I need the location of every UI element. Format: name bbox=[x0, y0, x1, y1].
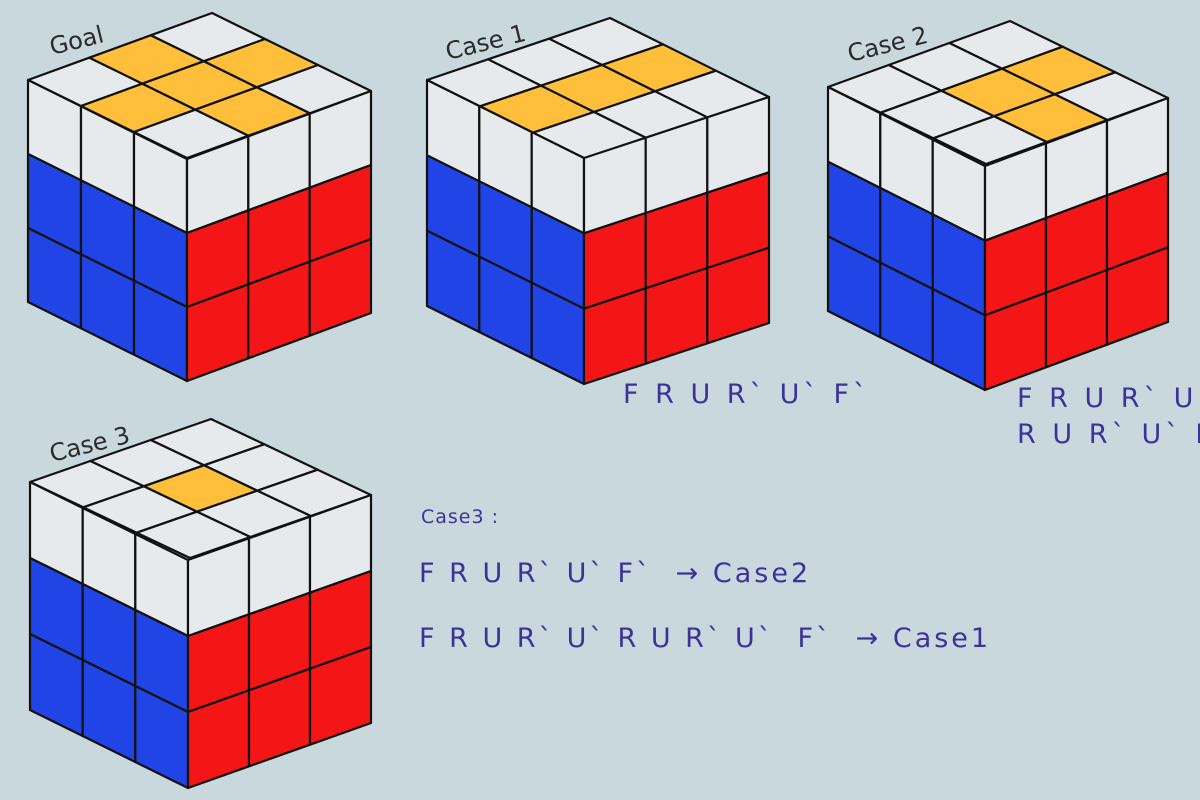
right-sticker-3-3 bbox=[308, 645, 373, 746]
cube-2: Case 1 bbox=[425, 16, 771, 386]
case1-algorithm: F R U R` U` F` bbox=[623, 379, 871, 410]
case2-algorithm-line2: R U R` U` F` bbox=[1017, 419, 1200, 450]
top-sticker-3-3 bbox=[135, 510, 252, 560]
cube-3: Case 2 bbox=[826, 19, 1170, 392]
case3-algorithm-to-case2: F R U R` U` F` → Case2 bbox=[419, 558, 812, 589]
right-sticker-3-3 bbox=[1105, 246, 1170, 346]
cube-4: Case 3 bbox=[28, 417, 373, 790]
right-sticker-3-3 bbox=[308, 237, 373, 337]
top-sticker-3-3 bbox=[932, 115, 1048, 166]
case3-algorithm-to-case1: F R U R` U` R U R` U` F` → Case1 bbox=[419, 623, 992, 654]
right-sticker-3-3 bbox=[706, 246, 771, 345]
case3-title: Case3 : bbox=[421, 506, 500, 528]
case2-algorithm-line1: F R U R` U` bbox=[1017, 383, 1200, 414]
cube-1: Goal bbox=[26, 11, 373, 383]
